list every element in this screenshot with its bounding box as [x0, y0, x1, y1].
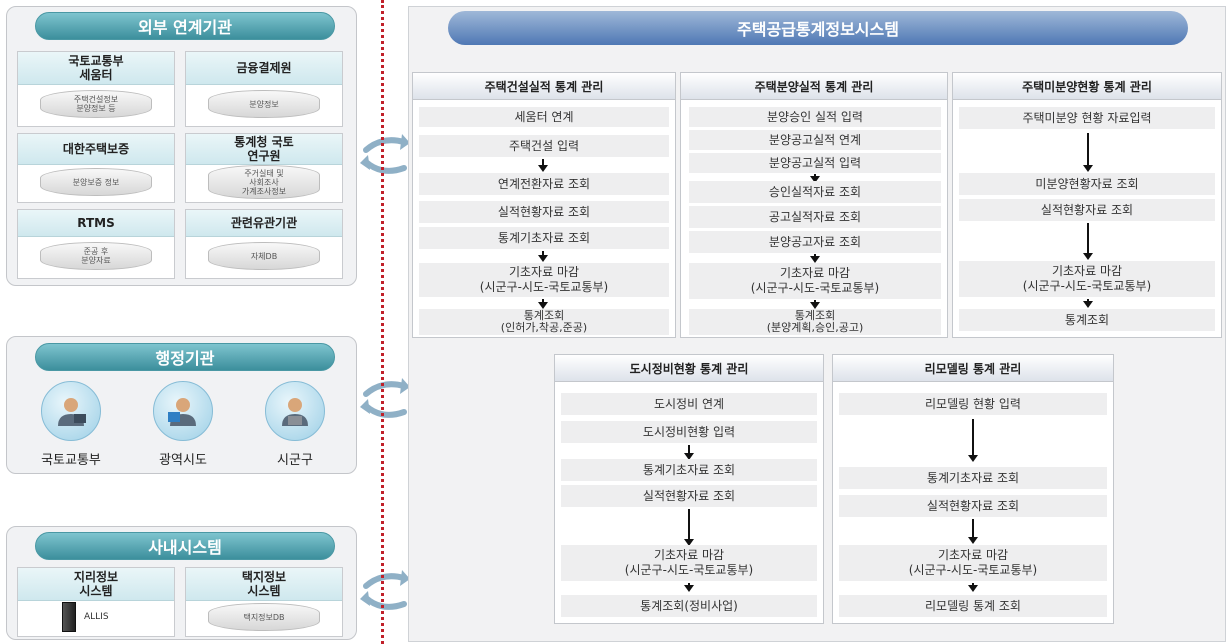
step-box: 기초자료 마감 (시군구-시도-국토교통부): [561, 545, 817, 581]
org-name: 금융결제원: [186, 52, 342, 85]
step-box: 주택건설 입력: [419, 135, 669, 157]
step-box: 실적현황자료 조회: [839, 495, 1107, 517]
org-name: RTMS: [18, 210, 174, 237]
user-computer-icon: [153, 381, 213, 441]
step-box: 실적현황자료 조회: [561, 485, 817, 507]
system-box: 택지정보 시스템 택지정보DB: [185, 567, 343, 637]
org-name: 통계청 국토 연구원: [186, 134, 342, 165]
database-icon: 분양보증 정보: [40, 168, 152, 196]
step-box: 통계조회 (분양계획,승인,공고): [689, 309, 941, 335]
step-box: 기초자료 마감 (시군구-시도-국토교통부): [959, 261, 1215, 297]
org-box: 대한주택보증 분양보증 정보: [17, 133, 175, 203]
system-name: 택지정보 시스템: [186, 568, 342, 601]
step-box: 기초자료 마감 (시군구-시도-국토교통부): [419, 263, 669, 297]
panel-construction: 주택건설실적 통계 관리 세움터 연계 주택건설 입력 연계전환자료 조회 실적…: [412, 72, 676, 338]
database-icon: 준공 후 분양자료: [40, 242, 152, 270]
step-box: 실적현황자료 조회: [419, 201, 669, 223]
org-name: 대한주택보증: [18, 134, 174, 165]
panel-sales: 주택분양실적 통계 관리 분양승인 실적 입력 분양공고실적 연계 분양공고실적…: [680, 72, 948, 338]
panel-title: 주택분양실적 통계 관리: [681, 73, 947, 100]
step-box: 공고실적자료 조회: [689, 206, 941, 228]
step-box: 승인실적자료 조회: [689, 181, 941, 203]
external-orgs-title: 외부 연계기관: [35, 12, 335, 40]
panel-remodel: 리모델링 통계 관리 리모델링 현황 입력 통계기초자료 조회 실적현황자료 조…: [832, 354, 1114, 624]
org-box: 관련유관기관 자체DB: [185, 209, 343, 279]
org-db-label: 주택건설정보 분양정보 등: [73, 95, 119, 113]
step-box: 연계전환자료 조회: [419, 173, 669, 195]
user-computer-icon: [265, 381, 325, 441]
database-icon: 주택건설정보 분양정보 등: [40, 90, 152, 118]
admin-agencies-group: 행정기관 국토교통부 광역시도 시군구: [6, 336, 357, 474]
system-db-label: ALLIS: [84, 612, 109, 622]
system-title: 주택공급통계정보시스템: [448, 11, 1188, 45]
org-box: 통계청 국토 연구원 주거실태 및 사회조사 가계조사정보: [185, 133, 343, 203]
step-box: 세움터 연계: [419, 107, 669, 127]
step-box: 분양공고실적 연계: [689, 130, 941, 150]
step-box: 분양공고자료 조회: [689, 231, 941, 253]
panel-title: 도시정비현황 통계 관리: [555, 355, 823, 382]
internal-systems-title: 사내시스템: [35, 532, 335, 560]
step-box: 리모델링 통계 조회: [839, 595, 1107, 617]
panel-title: 주택미분양현황 통계 관리: [953, 73, 1221, 100]
agency-label: 국토교통부: [41, 453, 101, 468]
org-db-label: 준공 후 분양자료: [81, 247, 111, 265]
database-icon: 자체DB: [208, 242, 320, 270]
agency-label: 시군구: [277, 453, 313, 468]
database-icon: 분양정보: [208, 90, 320, 118]
step-box: 분양승인 실적 입력: [689, 107, 941, 127]
database-icon: 택지정보DB: [208, 603, 320, 631]
step-box: 도시정비현황 입력: [561, 421, 817, 443]
step-box: 통계조회 (인허가,착공,준공): [419, 309, 669, 335]
agency-label: 광역시도: [159, 453, 207, 468]
divider-line: [381, 0, 384, 644]
step-box: 통계기초자료 조회: [839, 467, 1107, 489]
step-box: 주택미분양 현황 자료입력: [959, 107, 1215, 129]
internal-systems-group: 사내시스템 지리정보 시스템 ALLIS 택지정보 시스템 택지정보DB: [6, 526, 357, 640]
org-db-label: 분양정보: [249, 99, 279, 109]
system-db-label: 택지정보DB: [243, 612, 285, 622]
panel-title: 리모델링 통계 관리: [833, 355, 1113, 382]
org-name: 국토교통부 세움터: [18, 52, 174, 85]
system-box: 지리정보 시스템 ALLIS: [17, 567, 175, 637]
user-computer-icon: [41, 381, 101, 441]
panel-unsold: 주택미분양현황 통계 관리 주택미분양 현황 자료입력 미분양현황자료 조회 실…: [952, 72, 1222, 338]
step-box: 리모델링 현황 입력: [839, 393, 1107, 415]
org-box: 국토교통부 세움터 주택건설정보 분양정보 등: [17, 51, 175, 127]
org-db-label: 분양보증 정보: [72, 177, 120, 187]
step-box: 기초자료 마감 (시군구-시도-국토교통부): [839, 545, 1107, 581]
panel-title: 주택건설실적 통계 관리: [413, 73, 675, 100]
org-db-label: 주거실태 및 사회조사 가계조사정보: [241, 168, 287, 196]
admin-agencies-title: 행정기관: [35, 343, 335, 371]
step-box: 통계조회: [959, 309, 1215, 331]
system-name: 지리정보 시스템: [18, 568, 174, 601]
step-box: 분양공고실적 입력: [689, 153, 941, 173]
step-box: 미분양현황자료 조회: [959, 173, 1215, 195]
step-box: 기초자료 마감 (시군구-시도-국토교통부): [689, 263, 941, 299]
database-icon: 주거실태 및 사회조사 가계조사정보: [208, 165, 320, 199]
step-box: 통계기초자료 조회: [561, 459, 817, 481]
step-box: 통계기초자료 조회: [419, 227, 669, 249]
org-name: 관련유관기관: [186, 210, 342, 237]
step-box: 도시정비 연계: [561, 393, 817, 415]
panel-urban: 도시정비현황 통계 관리 도시정비 연계 도시정비현황 입력 통계기초자료 조회…: [554, 354, 824, 624]
step-box: 통계조회(정비사업): [561, 595, 817, 617]
external-orgs-group: 외부 연계기관 국토교통부 세움터 주택건설정보 분양정보 등 금융결제원 분양…: [6, 6, 357, 286]
org-db-label: 자체DB: [250, 251, 278, 261]
org-box: RTMS 준공 후 분양자료: [17, 209, 175, 279]
org-box: 금융결제원 분양정보: [185, 51, 343, 127]
step-box: 실적현황자료 조회: [959, 199, 1215, 221]
server-icon: [62, 602, 76, 632]
